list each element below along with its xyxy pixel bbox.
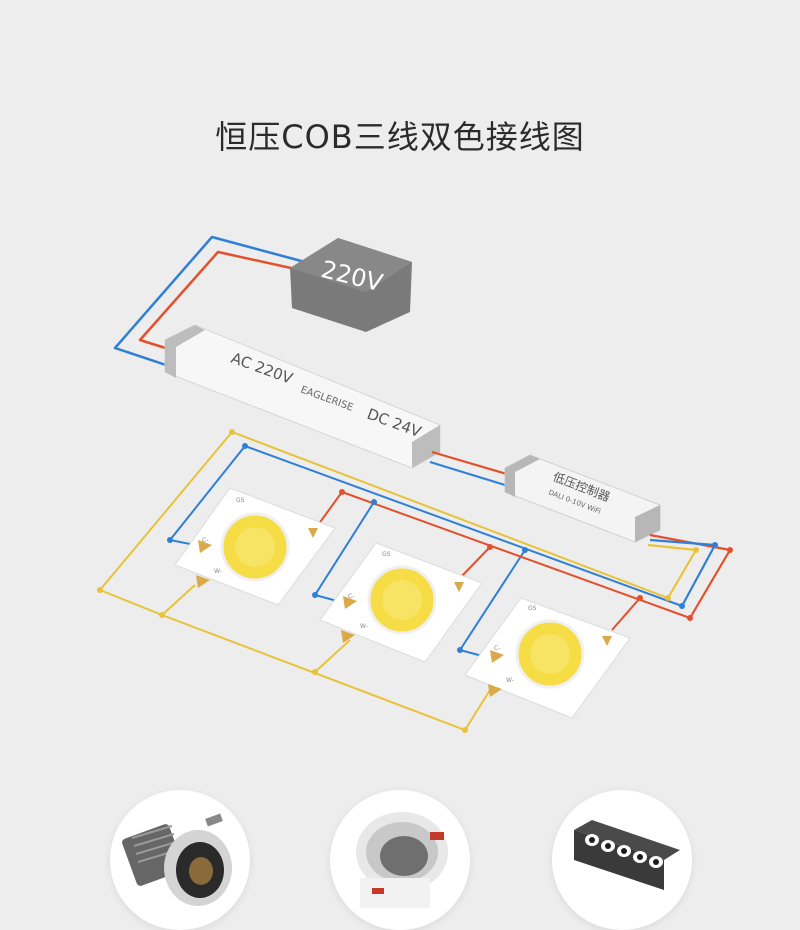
cob-module-3: GS C- W- <box>464 597 631 719</box>
cob-brand: GS <box>382 551 391 558</box>
cob-pin-c: C- <box>202 537 208 544</box>
ac-neutral-wire <box>113 235 306 370</box>
page-title: 恒压COB三线双色接线图 <box>215 118 585 156</box>
power-source-220v: 220V <box>290 238 412 332</box>
ac-live-wire <box>138 250 301 354</box>
cob-module-1: GS C- W- <box>174 487 336 606</box>
spotlight-product <box>110 790 250 930</box>
downlight-product <box>330 790 470 930</box>
dimming-controller: 低压控制器 DALI 0-10V WiFi <box>504 454 661 543</box>
cob-brand: GS <box>236 497 245 504</box>
cob-module-2: GS C- W- <box>319 542 483 663</box>
cob-pin-w: W- <box>214 568 222 575</box>
wire-terminals <box>97 429 733 733</box>
cob-pin-w: W- <box>506 677 514 684</box>
cob-pin-w: W- <box>360 623 368 630</box>
cob-pin-c: C- <box>348 593 354 600</box>
cob-pin-c: C- <box>494 645 500 652</box>
led-driver: AC 220V EAGLERISE DC 24V <box>164 324 441 469</box>
linear-grille-product <box>552 790 692 930</box>
cob-brand: GS <box>528 605 537 612</box>
